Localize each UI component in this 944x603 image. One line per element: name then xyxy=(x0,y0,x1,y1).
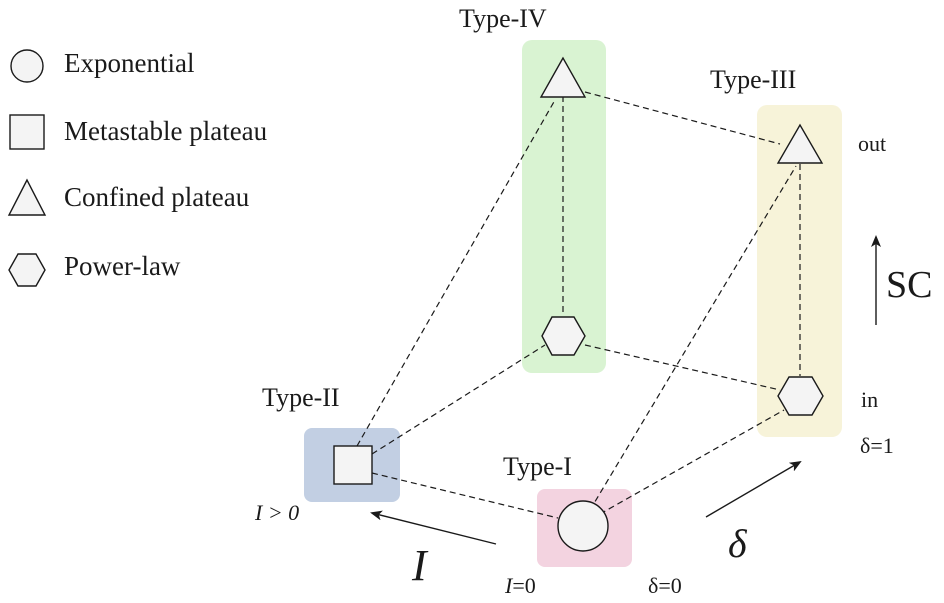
circle-icon xyxy=(10,49,44,83)
edges xyxy=(356,91,801,519)
edge-square-to-type4-triangle xyxy=(356,99,556,447)
sc-label: SC xyxy=(886,264,932,306)
hexagon-icon xyxy=(8,253,46,287)
legend-item-confined-plateau: Confined plateau xyxy=(7,178,250,216)
out-label: out xyxy=(858,131,886,156)
legend-label-exponential: Exponential xyxy=(64,48,194,78)
legend-label-power-law: Power-law xyxy=(64,251,181,281)
type-iv-confined-plateau-triangle xyxy=(539,56,587,98)
delta-one-label: δ=1 xyxy=(860,433,894,458)
edge-square-to-circle xyxy=(371,472,559,519)
type-iv-power-law-hexagon xyxy=(541,316,586,356)
legend-label-confined-plateau: Confined plateau xyxy=(64,182,250,212)
legend-item-power-law: Power-law xyxy=(8,251,181,287)
type-ii-metastable-square xyxy=(333,445,373,485)
i-greater-than-zero-label: I > 0 xyxy=(254,500,299,525)
type-iv-highlight xyxy=(522,40,606,373)
i-axis-label: I xyxy=(411,541,429,590)
i-axis-arrow xyxy=(370,510,497,545)
edge-circle-to-type3-hexagon xyxy=(599,409,785,515)
i-zero-value: =0 xyxy=(512,573,535,598)
legend-label-metastable-plateau: Metastable plateau xyxy=(64,116,268,146)
type-iii-highlight xyxy=(757,105,842,437)
type-iii-power-law-hexagon xyxy=(777,376,824,416)
legend: Exponential Metastable plateau Confined … xyxy=(7,48,268,287)
i-zero-variable: I xyxy=(504,573,514,598)
type-iii-confined-plateau-triangle xyxy=(776,123,824,164)
delta-axis-label: δ xyxy=(728,521,748,566)
type-iii-label: Type-III xyxy=(710,65,796,94)
legend-item-exponential: Exponential xyxy=(10,48,194,83)
triangle-icon xyxy=(7,178,47,216)
i-zero-label: I=0 xyxy=(504,573,536,598)
edge-square-to-type4-hexagon xyxy=(371,344,546,455)
type-iv-label: Type-IV xyxy=(459,4,547,33)
type-i-label: Type-I xyxy=(503,452,572,481)
in-label: in xyxy=(861,387,878,412)
edge-circle-to-type3-triangle xyxy=(589,165,797,511)
square-icon xyxy=(9,114,45,150)
delta-zero-label: δ=0 xyxy=(648,573,682,598)
delta-axis-arrow xyxy=(705,460,802,518)
edge-type4-hexagon-to-type3-hexagon xyxy=(584,344,781,391)
edge-type4-triangle-to-type3-triangle xyxy=(584,91,781,145)
legend-item-metastable-plateau: Metastable plateau xyxy=(9,114,268,150)
type-i-exponential-circle xyxy=(557,500,609,552)
type-ii-label: Type-II xyxy=(262,383,340,412)
